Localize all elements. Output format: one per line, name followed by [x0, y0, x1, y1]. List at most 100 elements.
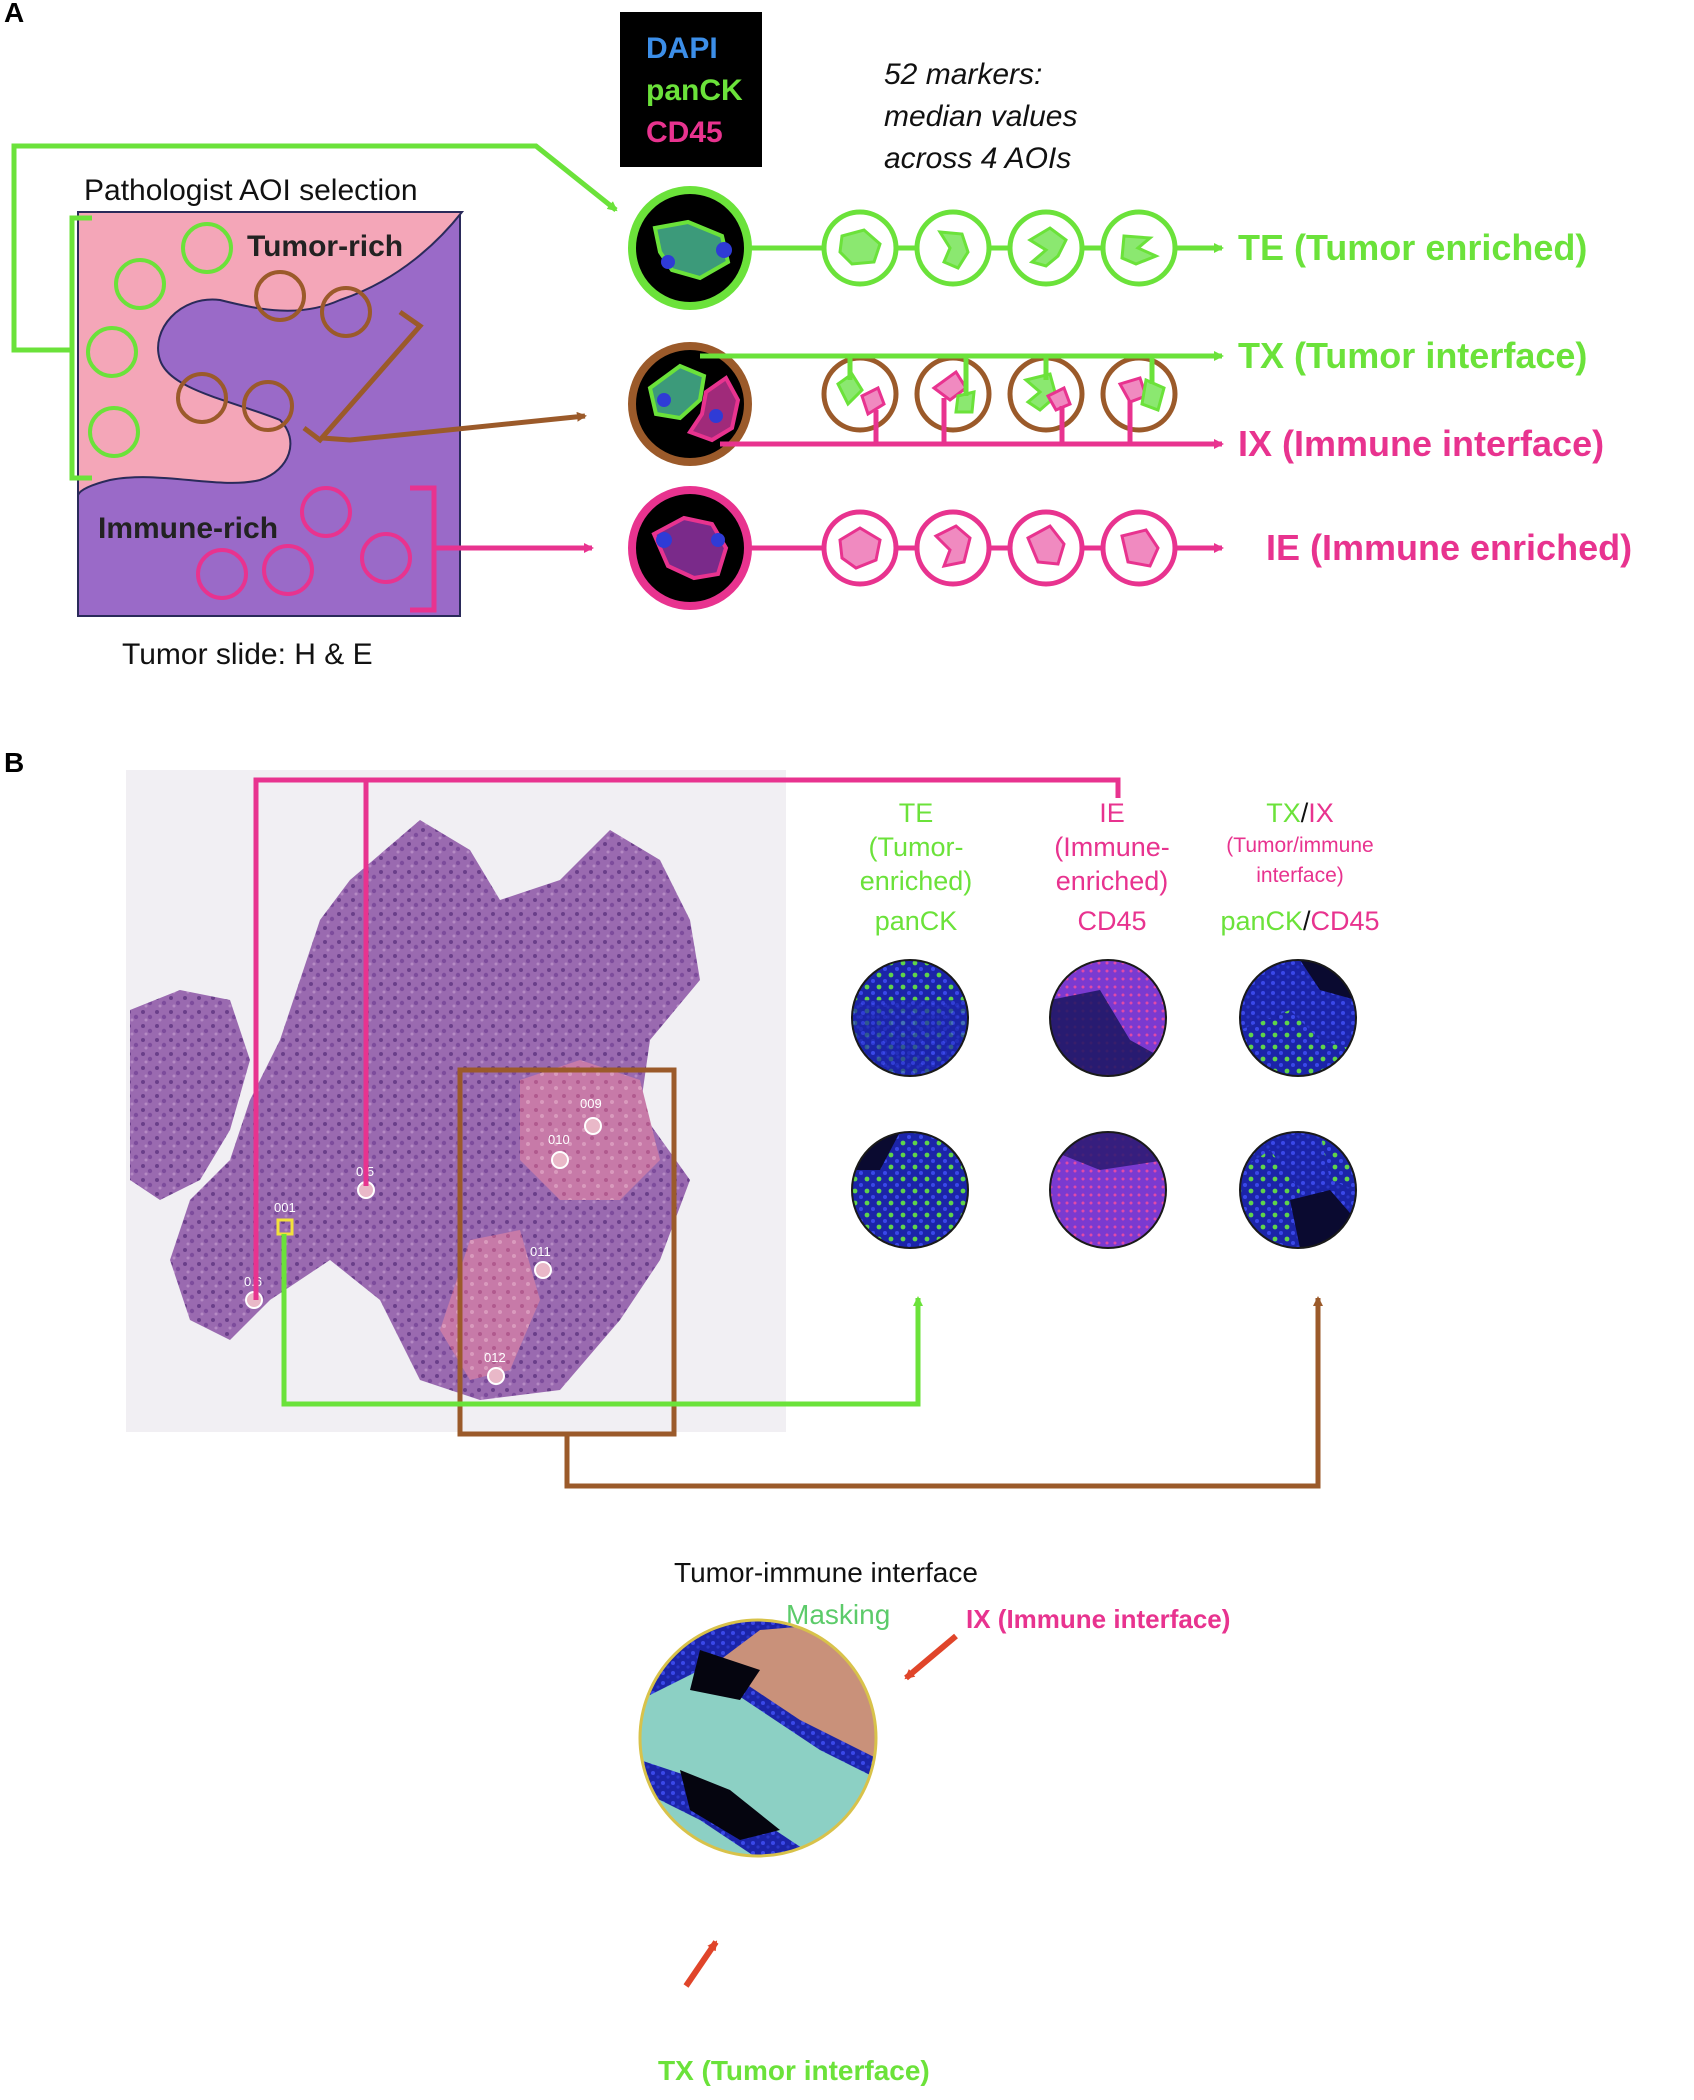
te-header-line-1: TE — [899, 798, 934, 828]
immune-aois — [196, 486, 412, 600]
tx-ix-column-header: TX/IX (Tumor/immune interface) panCK/CD4… — [1220, 798, 1379, 936]
ie-header-line-2: (Immune- — [1054, 832, 1170, 862]
ix-small-mask — [1045, 385, 1072, 412]
ie-nucleus — [656, 532, 672, 548]
te-output-label: TE (Tumor enriched) — [1238, 227, 1587, 268]
he-slide-image: 009 010 011 012 0.5 0.6 001 — [126, 770, 786, 1437]
markers-note-line-2: median values — [884, 100, 1077, 133]
ie-small-masks — [838, 524, 1160, 570]
interface-masking: Tumor-immune interface Masking IX (Immun… — [638, 1557, 1230, 2086]
markers-note-line-1: 52 markers: — [884, 58, 1042, 91]
aoi-circle — [254, 270, 306, 322]
ie-row: IE (Immune enriched) — [628, 486, 1632, 610]
te-column-header: TE (Tumor- enriched) panCK — [860, 798, 973, 936]
slash: / — [1301, 798, 1309, 828]
immune-bracket — [410, 485, 437, 613]
legend-dapi: DAPI — [646, 32, 718, 65]
panel-b: B 009 010 011 012 0.5 0. — [4, 747, 1380, 2086]
tx-ix-image-2 — [1240, 1132, 1356, 1248]
interface-mask-image — [640, 1620, 876, 1856]
te-small-masks — [838, 226, 1160, 270]
ix-immune-mask — [686, 375, 741, 443]
aoi-label: 009 — [580, 1096, 602, 1111]
panel-b-letter: B — [4, 747, 24, 778]
masking-label: Masking — [786, 1599, 890, 1630]
ix-header-part: IX — [1308, 798, 1334, 828]
slash: / — [1303, 906, 1311, 936]
te-connector-line — [281, 1234, 923, 1407]
tx-ix-header-line-1: TX/IX — [1266, 798, 1334, 828]
tissue-main — [170, 820, 700, 1400]
tx-pointer-arrow — [683, 1940, 719, 1988]
tx-ix-connector-line — [564, 1296, 1323, 1489]
aoi-label: 010 — [548, 1132, 570, 1147]
aoi-circle — [88, 406, 140, 458]
aoi-circle — [320, 286, 372, 338]
tx-nucleus — [657, 393, 671, 407]
aoi-circle — [181, 222, 233, 274]
ie-small-mask — [933, 524, 972, 569]
ie-immune-mask — [651, 515, 729, 581]
tissue-left — [130, 990, 250, 1200]
tx-small-mask — [954, 390, 976, 414]
tx-ix-image-2-frame — [1239, 1131, 1357, 1249]
te-nucleus — [661, 255, 675, 269]
aoi-circle — [176, 372, 228, 424]
te-small-mask — [937, 230, 970, 270]
tx-small-mask — [836, 371, 864, 407]
ie-nucleus — [711, 533, 725, 547]
te-connector-arrow — [11, 143, 618, 353]
ie-small-mask — [838, 526, 882, 570]
tissue-pink-region — [440, 1230, 540, 1380]
ie-column-header: IE (Immune- enriched) CD45 — [1054, 798, 1170, 936]
tx-small-mask — [1022, 372, 1058, 412]
aoi-circle — [114, 258, 166, 310]
tx-small-mask — [1140, 377, 1166, 412]
aoi-label: 011 — [530, 1244, 551, 1259]
ie-header-line-3: enriched) — [1056, 866, 1169, 896]
channel-legend: DAPI panCK CD45 — [620, 12, 762, 167]
ie-small-mask — [1026, 524, 1066, 566]
ix-output-label: IX (Immune interface) — [1238, 423, 1604, 464]
te-header-line-3: enriched) — [860, 866, 973, 896]
te-image-1-frame — [851, 959, 969, 1077]
aoi-circle — [300, 486, 352, 538]
tumor-aois — [86, 222, 233, 458]
te-small-mask — [1120, 234, 1160, 266]
aoi-marker — [487, 1367, 505, 1385]
tumor-rich-label: Tumor-rich — [247, 230, 403, 263]
aoi-circle — [86, 326, 138, 378]
ie-output-label: IE (Immune enriched) — [1266, 527, 1632, 568]
te-image-2-frame — [851, 1131, 969, 1249]
if-image-grid — [851, 959, 1357, 1249]
tx-ix-header-line-4: panCK/CD45 — [1220, 906, 1379, 936]
interface-aois — [176, 270, 372, 432]
tumor-slide-schematic: Pathologist AOI selection Tumor-rich Imm… — [69, 174, 465, 671]
ie-small-mask — [1120, 528, 1160, 568]
legend-cd45: CD45 — [646, 116, 723, 149]
ie-image-1-frame — [1049, 959, 1167, 1077]
interface-title: Tumor-immune interface — [674, 1557, 978, 1588]
tx-ix-row: TX (Tumor interface) IX (Immune interfac… — [628, 335, 1604, 466]
aoi-marker — [584, 1117, 602, 1135]
immune-rich-label: Immune-rich — [98, 512, 278, 545]
te-header-line-2: (Tumor- — [869, 832, 964, 862]
tx-ix-header-line-2: (Tumor/immune — [1226, 834, 1373, 857]
slide-caption: Tumor slide: H & E — [122, 638, 373, 671]
tx-ix-image-1 — [1240, 960, 1356, 1076]
ie-header-line-1: IE — [1099, 798, 1125, 828]
ix-nucleus — [709, 409, 723, 423]
aoi-label: 001 — [274, 1200, 296, 1215]
ie-header-line-4: CD45 — [1077, 906, 1146, 936]
ix-rise-lines — [873, 398, 1133, 444]
te-header-line-4: panCK — [875, 906, 958, 936]
aoi-marker — [534, 1261, 552, 1279]
aoi-marker — [551, 1151, 569, 1169]
te-small-mask — [1027, 226, 1068, 268]
aoi-circle — [242, 380, 294, 432]
tx-ix-header-line-3: interface) — [1256, 864, 1344, 887]
tx-interface-label: TX (Tumor interface) — [658, 2055, 930, 2086]
ix-interface-label: IX (Immune interface) — [966, 1604, 1230, 1634]
ie-connector-line — [253, 777, 1121, 1300]
te-small-mask — [838, 228, 882, 266]
